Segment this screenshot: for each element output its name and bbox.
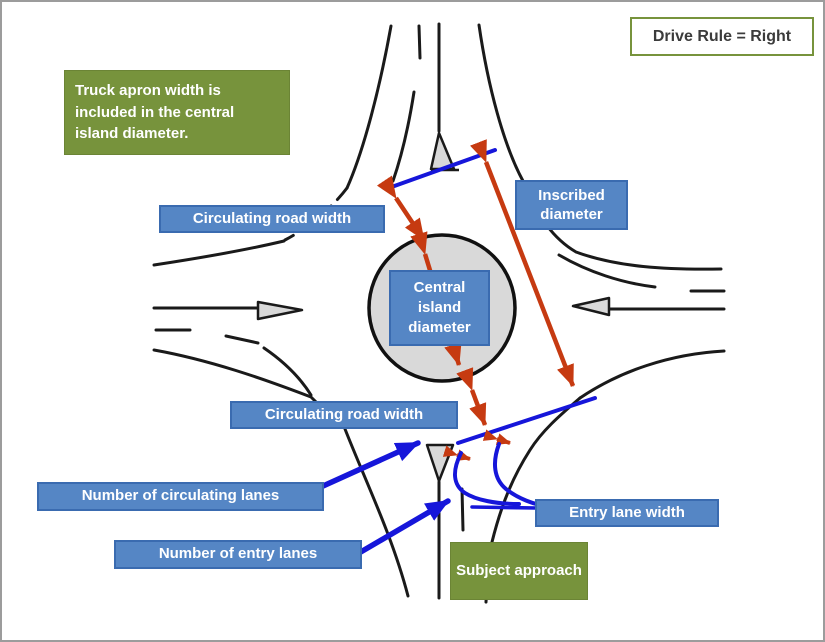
- entry-lane-width-label: Entry lane width: [535, 499, 719, 527]
- entry-lanes-pointer-arrow: [356, 498, 451, 556]
- east-road-bottom-edge: [578, 349, 726, 400]
- circulating-road-width-label-bottom: Circulating road width: [230, 401, 458, 429]
- north-inner-lane-line: [391, 90, 416, 183]
- south-road-left-edge: [343, 427, 410, 598]
- number-of-circulating-lanes-label: Number of circulating lanes: [37, 482, 324, 511]
- entry-lane-hook-curve-2: [492, 442, 553, 509]
- south-lane-dash: [460, 487, 465, 532]
- inscribed-tangent-line-bottom: [456, 396, 597, 445]
- circulating-width-top-arrow: [376, 175, 426, 242]
- subject-approach-label: Subject approach: [450, 542, 588, 600]
- west-road-top-edge: [152, 239, 286, 267]
- west-road-bottom-edge: [152, 348, 313, 399]
- number-of-entry-lanes-label: Number of entry lanes: [114, 540, 362, 569]
- truck-apron-note: Truck apron width is included in the cen…: [64, 70, 290, 155]
- drive-rule-badge: Drive Rule = Right: [630, 17, 814, 56]
- entry-lane-width-arrow-2: [482, 429, 511, 445]
- circulating-lanes-pointer-arrow: [309, 440, 421, 494]
- entry-lane-hook-curve-1: [453, 451, 521, 506]
- north-road-left-edge: [345, 24, 393, 190]
- entry-lane-width-leader-line: [470, 505, 538, 510]
- east-splitter-island: [571, 296, 611, 317]
- inscribed-diameter-arrow: [470, 139, 576, 387]
- inscribed-tangent-line-top: [384, 148, 497, 191]
- circulating-road-width-label-top: Circulating road width: [159, 205, 385, 233]
- west-splitter-island: [256, 300, 304, 321]
- inscribed-diameter-label: Inscribed diameter: [515, 180, 628, 230]
- circulating-width-bottom-arrow: [456, 367, 488, 426]
- north-lane-dash: [417, 24, 422, 60]
- central-island-diameter-label: Central island diameter: [389, 270, 490, 346]
- west-inner-lane-line: [262, 346, 313, 397]
- west-lane-dash-2: [224, 334, 260, 345]
